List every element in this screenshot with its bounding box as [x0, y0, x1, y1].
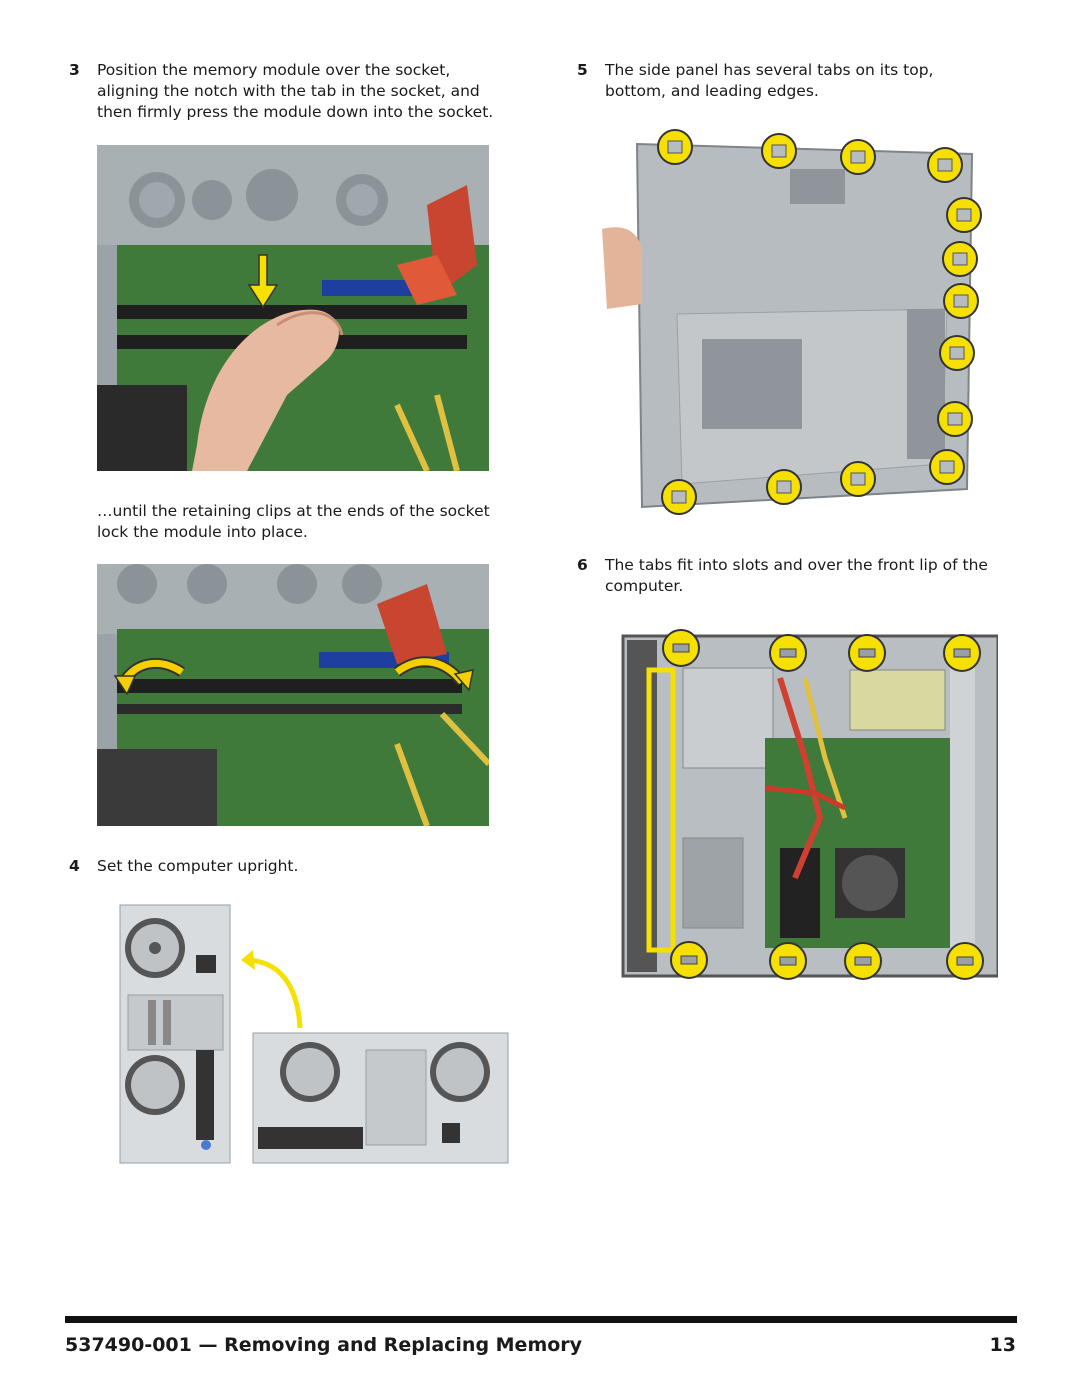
step-text: Position the memory module over the sock…: [97, 61, 494, 121]
step-text: The tabs fit into slots and over the fro…: [605, 556, 988, 595]
photo-retaining-clips: [97, 564, 489, 826]
step-text: Set the computer upright.: [97, 857, 299, 875]
footer-title: 537490-001 — Removing and Replacing Memo…: [65, 1334, 582, 1356]
step-number: 3: [69, 61, 80, 79]
step-number: 4: [69, 857, 80, 875]
section-title: — Removing and Replacing Memory: [198, 1334, 583, 1356]
doc-id: 537490-001: [65, 1334, 192, 1356]
photo-side-panel-tabs: [602, 129, 995, 521]
photo-set-upright: [98, 900, 510, 1168]
step-text: The side panel has several tabs on its t…: [605, 61, 934, 100]
footer-rule: [65, 1316, 1017, 1323]
photo-press-module: [97, 145, 489, 471]
photo-chassis-slots: [605, 618, 998, 996]
caption-retaining-clips: …until the retaining clips at the ends o…: [97, 502, 490, 541]
page-number: 13: [989, 1334, 1016, 1356]
step-number: 6: [577, 556, 588, 574]
step-number: 5: [577, 61, 588, 79]
